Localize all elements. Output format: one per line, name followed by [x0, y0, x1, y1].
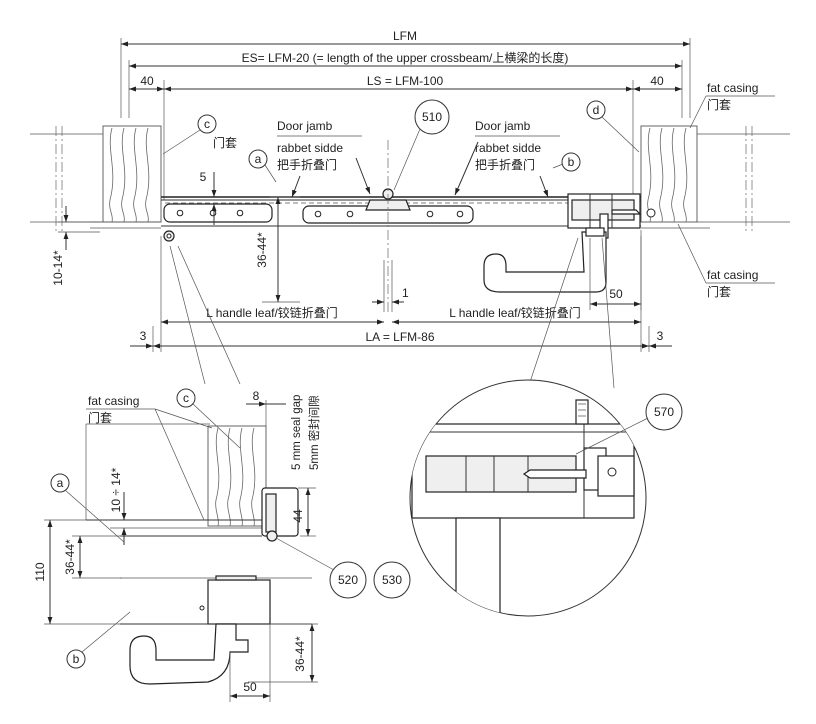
door-jamb-left-line3: 把手折叠门 — [277, 157, 337, 172]
door-jamb-right-line3: 把手折叠门 — [475, 157, 535, 172]
svg-text:d: d — [593, 103, 600, 117]
dimension-lfm: LFM — [120, 29, 691, 118]
door-jamb-left-line1: Door jamb — [277, 119, 333, 133]
fat-casing-mr-zh: 门套 — [707, 284, 731, 299]
svg-text:a: a — [57, 476, 64, 490]
detail-pivot-pin — [266, 530, 278, 542]
zoom-detail — [409, 379, 647, 617]
detail-dim-10-14: 10 ÷ 14* — [109, 467, 127, 545]
fat-casing-top-right-note: fat casing 门套 — [689, 81, 775, 129]
door-jamb-left-line2: rabbet sidde — [277, 141, 343, 155]
door-jamb-right-line1: Door jamb — [475, 119, 531, 133]
lever-handle-main — [483, 227, 607, 293]
dim-10-14-main-label: 10-14* — [51, 250, 65, 286]
svg-text:510: 510 — [422, 110, 442, 124]
dim-50-main-label: 50 — [609, 287, 623, 301]
dimension-ls: LS = LFM-100 40 40 — [129, 74, 682, 200]
dim-3-left-label: 3 — [140, 329, 147, 343]
left-fat-casing — [102, 125, 162, 223]
detail-50-label: 50 — [243, 680, 257, 694]
callout-a-detail: a — [50, 473, 125, 543]
door-jamb-right-note: Door jamb rabbet sidde 把手折叠门 — [454, 119, 560, 198]
fat-casing-detail-en: fat casing — [88, 394, 139, 408]
detail-leader-right-2 — [601, 237, 615, 389]
fat-casing-detail-zh: 门套 — [88, 410, 112, 425]
seal-gap-zh: 5mm 密封间隙 — [307, 395, 321, 470]
fat-casing-mr-en: fat casing — [707, 268, 758, 282]
right-40-label: 40 — [650, 74, 664, 88]
detail-leader-left-1 — [177, 245, 241, 385]
callout-530: 530 — [373, 561, 411, 599]
callout-d: d — [586, 100, 640, 153]
detail-36-44-bottom-label: 36-44* — [293, 636, 307, 672]
callout-a: a — [248, 149, 277, 183]
dimension-handle-leaves: L handle leaf/铰链折叠门 L handle leaf/铰链折叠门 — [160, 236, 642, 352]
dim-5-label: 5 — [200, 170, 207, 184]
la-label: LA = LFM-86 — [365, 330, 434, 344]
detail-36-44-top-label: 36-44* — [63, 539, 77, 575]
svg-text:a: a — [255, 152, 262, 166]
dimension-10-14-main: 10-14* — [51, 206, 100, 286]
svg-text:520: 520 — [338, 573, 358, 587]
detail-8-label: 8 — [253, 389, 260, 403]
left-wall — [30, 125, 162, 232]
l-handle-right-label: L handle leaf/铰链折叠门 — [449, 305, 581, 320]
fat-casing-tr-en: fat casing — [707, 81, 758, 95]
svg-text:530: 530 — [382, 573, 402, 587]
detail-44-label: 44 — [291, 509, 305, 523]
dim-3-right-label: 3 — [657, 329, 664, 343]
es-label: ES= LFM-20 (= length of the upper crossb… — [242, 50, 569, 65]
dimension-1: 1 — [372, 260, 409, 312]
detail-dim-50: 50 — [229, 624, 271, 702]
detail-dim-110: 110 — [33, 519, 120, 625]
dimension-5: 5 — [200, 170, 217, 225]
detail-dim-8: 8 — [246, 389, 286, 426]
detail-10-14-label: 10 ÷ 14* — [109, 467, 123, 512]
door-jamb-right-line2: rabbet sidde — [475, 141, 541, 155]
callout-c-text: 门套 — [213, 135, 237, 150]
callout-b: b — [552, 152, 581, 172]
detail-leader-right-1 — [529, 237, 579, 383]
callout-c: c 门套 — [162, 114, 237, 155]
callout-570: 570 — [575, 393, 683, 455]
left-40-label: 40 — [140, 74, 154, 88]
callout-c-detail: c — [176, 388, 241, 449]
dimension-36-44-main: 36-44* — [255, 196, 300, 303]
right-fat-casing — [640, 125, 698, 223]
seal-gap-note: 5 mm seal gap 5mm 密封间隙 — [291, 395, 321, 470]
fat-casing-mid-right-note: fat casing 门套 — [677, 223, 775, 299]
l-handle-left-label: L handle leaf/铰链折叠门 — [206, 305, 338, 320]
dim-1-label: 1 — [402, 286, 409, 300]
dim-36-44-main-label: 36-44* — [255, 232, 269, 268]
detail-left — [85, 423, 312, 685]
callout-b-detail: b — [66, 611, 131, 669]
svg-text:c: c — [204, 117, 210, 131]
lfm-label: LFM — [393, 29, 417, 43]
svg-text:b: b — [568, 155, 575, 169]
callout-520: 520 — [275, 537, 367, 599]
fat-casing-detail-note: fat casing 门套 — [86, 394, 213, 521]
right-wall — [640, 125, 790, 232]
detail-dim-36-44-bottom: 36-44* — [248, 623, 318, 683]
svg-text:b: b — [73, 652, 80, 666]
svg-text:570: 570 — [654, 405, 674, 419]
dimension-la: LA = LFM-86 3 3 — [130, 326, 672, 352]
fat-casing-tr-zh: 门套 — [707, 97, 731, 112]
left-hinge-plate — [163, 203, 273, 242]
svg-text:c: c — [183, 391, 189, 405]
detail-leader-left-2 — [169, 245, 206, 385]
detail-dim-44: 44 — [291, 487, 316, 537]
callout-510: 510 — [393, 99, 450, 191]
seal-gap-en: 5 mm seal gap — [291, 395, 303, 470]
door-jamb-left-note: Door jamb rabbet sidde 把手折叠门 — [277, 119, 371, 198]
detail-110-label: 110 — [33, 562, 47, 581]
detail-dim-36-44-top: 36-44* — [63, 535, 122, 579]
ls-label: LS = LFM-100 — [367, 74, 444, 88]
